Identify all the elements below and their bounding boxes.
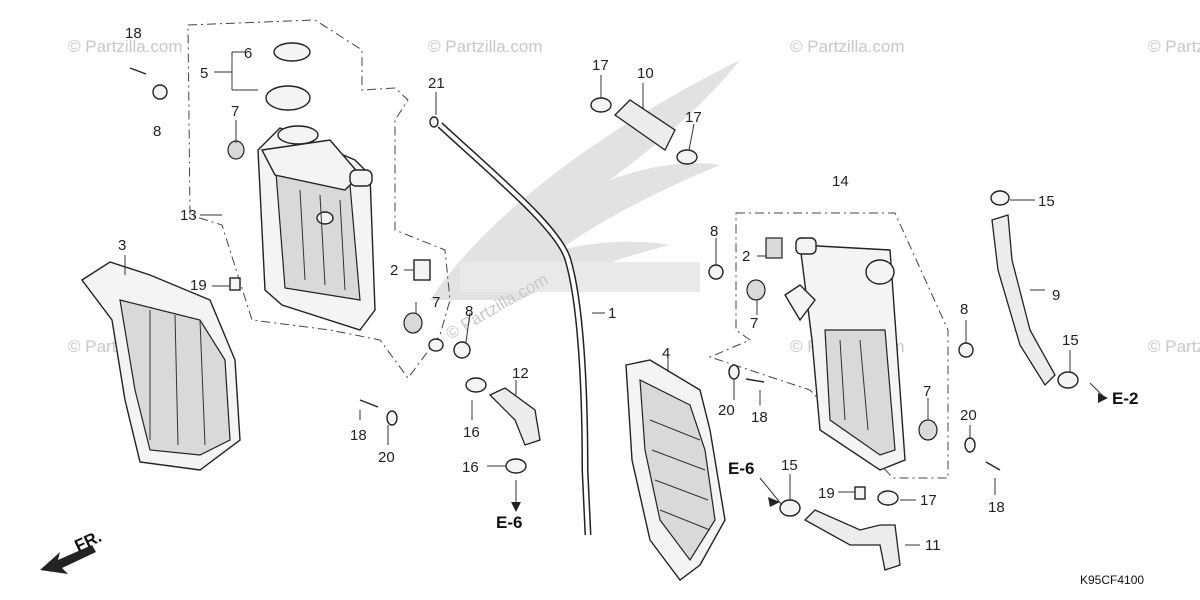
grommet-7	[918, 419, 938, 441]
callout-9: 9	[1052, 287, 1060, 304]
callout-15: 15	[781, 457, 798, 474]
callout-3: 3	[118, 237, 126, 254]
watermark-text: © Partzilla.com	[68, 37, 183, 56]
front-direction-arrow-icon: FR.	[40, 527, 105, 574]
clamp-16	[505, 458, 527, 474]
callout-7: 7	[750, 315, 758, 332]
callout-4: 4	[662, 345, 670, 362]
ref-e6-right: E-6	[728, 459, 754, 478]
clamp-15	[779, 499, 801, 517]
callout-21: 21	[428, 75, 445, 92]
callout-19: 19	[190, 277, 207, 294]
collar-8	[152, 84, 168, 100]
hose-9	[991, 214, 1056, 387]
honda-wing-logo	[430, 60, 740, 300]
ref-e2: E-2	[1112, 389, 1138, 408]
callout-2: 2	[742, 248, 750, 265]
callout-1: 1	[608, 305, 616, 322]
clamp-15	[990, 190, 1010, 206]
grommet-7	[227, 140, 245, 160]
clamp-17	[590, 97, 612, 113]
callout-17: 17	[685, 109, 702, 126]
callout-18: 18	[350, 427, 367, 444]
bolt-18	[359, 399, 379, 408]
clip-21	[429, 116, 439, 128]
right-shroud	[625, 359, 726, 581]
collar-8	[708, 264, 724, 280]
clip-19	[229, 277, 241, 291]
hose-11	[803, 509, 901, 571]
watermark-text: © Partzilla.com	[428, 37, 543, 56]
washer-20	[386, 410, 398, 426]
grommet-7	[746, 279, 766, 301]
ref-e6-left: E-6	[496, 513, 522, 532]
watermark-text: © Partzilla.com	[790, 37, 905, 56]
clamp-17	[877, 490, 899, 506]
clip-19	[854, 486, 866, 500]
left-shroud	[80, 261, 241, 471]
callout-7: 7	[432, 294, 440, 311]
diagram-code: K95CF4100	[1080, 573, 1144, 587]
clamp-16	[465, 377, 487, 393]
callout-8: 8	[465, 303, 473, 320]
bolt-18	[745, 378, 765, 383]
callout-8: 8	[153, 123, 161, 140]
watermark-text: © Partzilla.com	[1148, 337, 1200, 356]
callout-12: 12	[512, 365, 529, 382]
clamp-17	[676, 149, 698, 165]
callout-18: 18	[125, 25, 142, 42]
callout-19: 19	[818, 485, 835, 502]
callout-2: 2	[390, 262, 398, 279]
hose-12	[488, 387, 541, 446]
bolt-18	[129, 67, 147, 75]
callout-16: 16	[462, 459, 479, 476]
callout-20: 20	[718, 402, 735, 419]
callout-5: 5	[200, 65, 208, 82]
hose-10	[613, 99, 676, 151]
washer	[428, 338, 444, 352]
callout-10: 10	[637, 65, 654, 82]
bolt-18	[985, 461, 1001, 471]
callout-7: 7	[231, 103, 239, 120]
arrow-icon	[511, 502, 521, 512]
watermark-text: © Partzilla.com	[1148, 37, 1200, 56]
right-radiator-assembly-outline	[708, 212, 949, 479]
left-radiator-assembly-outline	[187, 19, 451, 379]
grommet-7	[403, 312, 423, 334]
callout-17: 17	[920, 492, 937, 509]
callout-18: 18	[751, 409, 768, 426]
callout-8: 8	[710, 223, 718, 240]
callout-7: 7	[923, 383, 931, 400]
callout-15: 15	[1062, 332, 1079, 349]
callout-8: 8	[960, 301, 968, 318]
collar-8	[453, 341, 471, 359]
callout-11: 11	[925, 537, 941, 554]
right-radiator	[784, 237, 906, 471]
arrow-icon	[768, 497, 780, 507]
arrow-icon	[1098, 393, 1108, 403]
callout-20: 20	[960, 407, 977, 424]
callout-16: 16	[463, 424, 480, 441]
rubber-block-2	[765, 237, 783, 259]
callout-17: 17	[592, 57, 609, 74]
left-radiator	[257, 125, 376, 331]
callout-14: 14	[832, 173, 849, 190]
cap-6	[273, 42, 311, 62]
callout-20: 20	[378, 449, 395, 466]
collar-8	[958, 342, 974, 358]
callout-18: 18	[988, 499, 1005, 516]
rubber-block-2	[413, 259, 431, 281]
washer-20	[964, 437, 976, 453]
callout-6: 6	[244, 45, 252, 62]
washer-20	[728, 364, 740, 380]
callout-15: 15	[1038, 193, 1055, 210]
front-label: FR.	[72, 527, 105, 556]
clamp-15	[1057, 371, 1079, 389]
cap-5	[265, 85, 311, 111]
callout-13: 13	[180, 207, 197, 224]
